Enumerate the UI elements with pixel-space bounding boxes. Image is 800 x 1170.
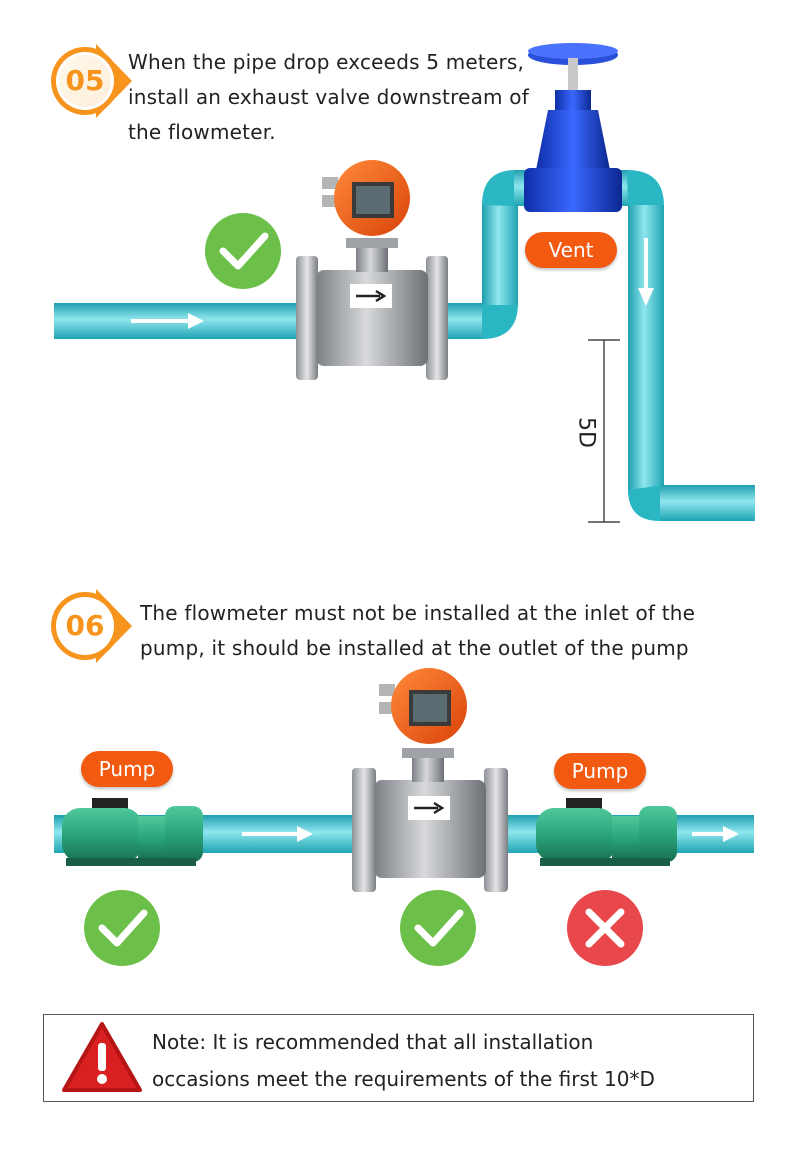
flow-arrow-down-icon [638, 238, 654, 306]
pump-right [536, 798, 677, 866]
flowmeter-06 [352, 668, 508, 892]
pipe-system-05 [54, 170, 755, 521]
flowmeter-05 [296, 160, 448, 380]
pump-label-right: Pump [554, 753, 646, 789]
vent-label: Vent [525, 232, 617, 268]
correct-check-icon [400, 890, 476, 966]
step06-badge [51, 589, 132, 663]
step05-line: When the pipe drop exceeds 5 meters, [128, 50, 525, 74]
wrong-cross-icon [567, 890, 643, 966]
step06-number: 06 [65, 609, 105, 642]
gate-valve [524, 43, 622, 212]
correct-check-icon [205, 213, 281, 289]
warning-icon [62, 1022, 142, 1092]
dimension-label: 5D [573, 417, 599, 448]
step05-badge [51, 44, 132, 118]
step05-line: the flowmeter. [128, 120, 276, 144]
step06-line: The flowmeter must not be installed at t… [140, 601, 696, 625]
correct-check-icon [84, 890, 160, 966]
dimension-line [588, 339, 620, 523]
pump-left [62, 798, 203, 866]
note-box [43, 1014, 754, 1102]
note-line: Note: It is recommended that all install… [152, 1030, 594, 1054]
step05-number: 05 [65, 64, 105, 97]
pump-label-left: Pump [81, 751, 173, 787]
flow-arrow-right-icon [131, 313, 204, 329]
step06-line: pump, it should be installed at the outl… [140, 636, 689, 660]
step05-line: install an exhaust valve downstream of [128, 85, 529, 109]
step05-text: When the pipe drop exceeds 5 meters, ins… [128, 45, 529, 150]
note-line: occasions meet the requirements of the f… [152, 1067, 655, 1091]
note-text: Note: It is recommended that all install… [152, 1024, 655, 1098]
step06-text: The flowmeter must not be installed at t… [140, 596, 695, 666]
flow-arrow-right-icon [692, 826, 739, 842]
flow-arrow-right-icon [242, 826, 313, 842]
